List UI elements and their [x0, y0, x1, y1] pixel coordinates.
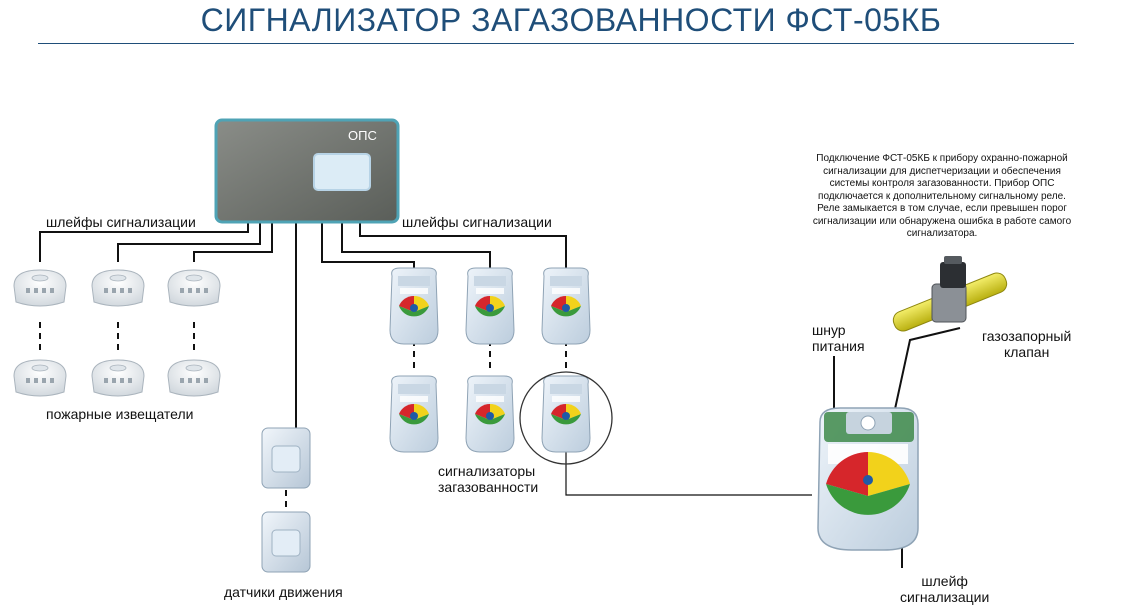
description-line: сигнализации или обнаружена ошибка в раб… [812, 215, 1072, 227]
wire-loop-left [39, 220, 249, 262]
label-bottom-loop-line1: шлейф [921, 573, 968, 589]
label-power-cord-line1: шнур [812, 322, 846, 338]
wire-gas-1 [321, 220, 415, 270]
fire-detector [167, 359, 221, 397]
fire-detector [91, 359, 145, 397]
label-motion-sensors: датчики движения [224, 584, 343, 600]
fire-detector [13, 269, 67, 307]
gas-detector [465, 375, 515, 453]
wire-detector-1 [117, 220, 261, 262]
main-gas-detector [817, 407, 919, 551]
label-gas-detectors-line1: сигнализаторы [438, 463, 536, 479]
title-divider [38, 43, 1074, 44]
ops-label: ОПС [348, 128, 377, 143]
wire-detector-2 [193, 220, 273, 262]
label-power-cord: шнур питания [812, 322, 865, 354]
gas-shutoff-valve [892, 256, 1008, 332]
gas-detector [465, 267, 515, 345]
ops-display [313, 153, 371, 191]
label-gas-detectors-line2: загазованности [438, 479, 539, 495]
motion-sensor [261, 511, 311, 573]
fire-detector [167, 269, 221, 307]
label-bottom-loop: шлейф сигнализации [900, 573, 989, 605]
label-bottom-loop-line2: сигнализации [900, 589, 990, 605]
description-line: сигнализатора. [906, 228, 978, 239]
fire-detector [13, 359, 67, 397]
label-valve-line2: клапан [1003, 344, 1050, 360]
description-line: сигнализации для диспетчеризации и обесп… [823, 165, 1061, 177]
label-loops-right: шлейфы сигнализации [402, 214, 552, 230]
motion-sensors [261, 427, 311, 573]
wire-gas-to-main [565, 450, 812, 496]
label-loops-left: шлейфы сигнализации [46, 214, 196, 230]
description-line: системы контроля загазованности. Прибор … [829, 178, 1055, 189]
wire-valve [889, 327, 961, 433]
motion-sensor [261, 427, 311, 489]
dashed-links [39, 322, 567, 510]
description-line: Реле замыкается в том случае, если превы… [817, 203, 1067, 214]
ops-panel [214, 118, 400, 224]
label-gas-detectors: сигнализаторы загазованности [438, 463, 538, 495]
wire-gas-2 [341, 220, 491, 270]
highlight-circle [519, 371, 613, 465]
page-title: СИГНАЛИЗАТОР ЗАГАЗОВАННОСТИ ФСТ-05КБ [200, 2, 942, 38]
gas-detector [541, 267, 591, 345]
label-valve: газозапорный клапан [982, 328, 1071, 360]
fire-detector [91, 269, 145, 307]
label-power-cord-line2: питания [812, 338, 865, 354]
description-text: Подключение ФСТ-05КБ к прибору охранно-п… [786, 153, 1098, 241]
wire-gas-3 [359, 220, 567, 270]
label-valve-line1: газозапорный [982, 328, 1072, 344]
gas-detector [541, 375, 591, 453]
label-fire-detectors: пожарные извещатели [46, 406, 194, 422]
description-line: Подключение ФСТ-05КБ к прибору охранно-п… [816, 153, 1068, 164]
description-line: подключается к дополнительному сигнально… [818, 190, 1066, 202]
gas-detector [389, 375, 439, 453]
gas-detector [389, 267, 439, 345]
gas-detectors [389, 267, 613, 465]
